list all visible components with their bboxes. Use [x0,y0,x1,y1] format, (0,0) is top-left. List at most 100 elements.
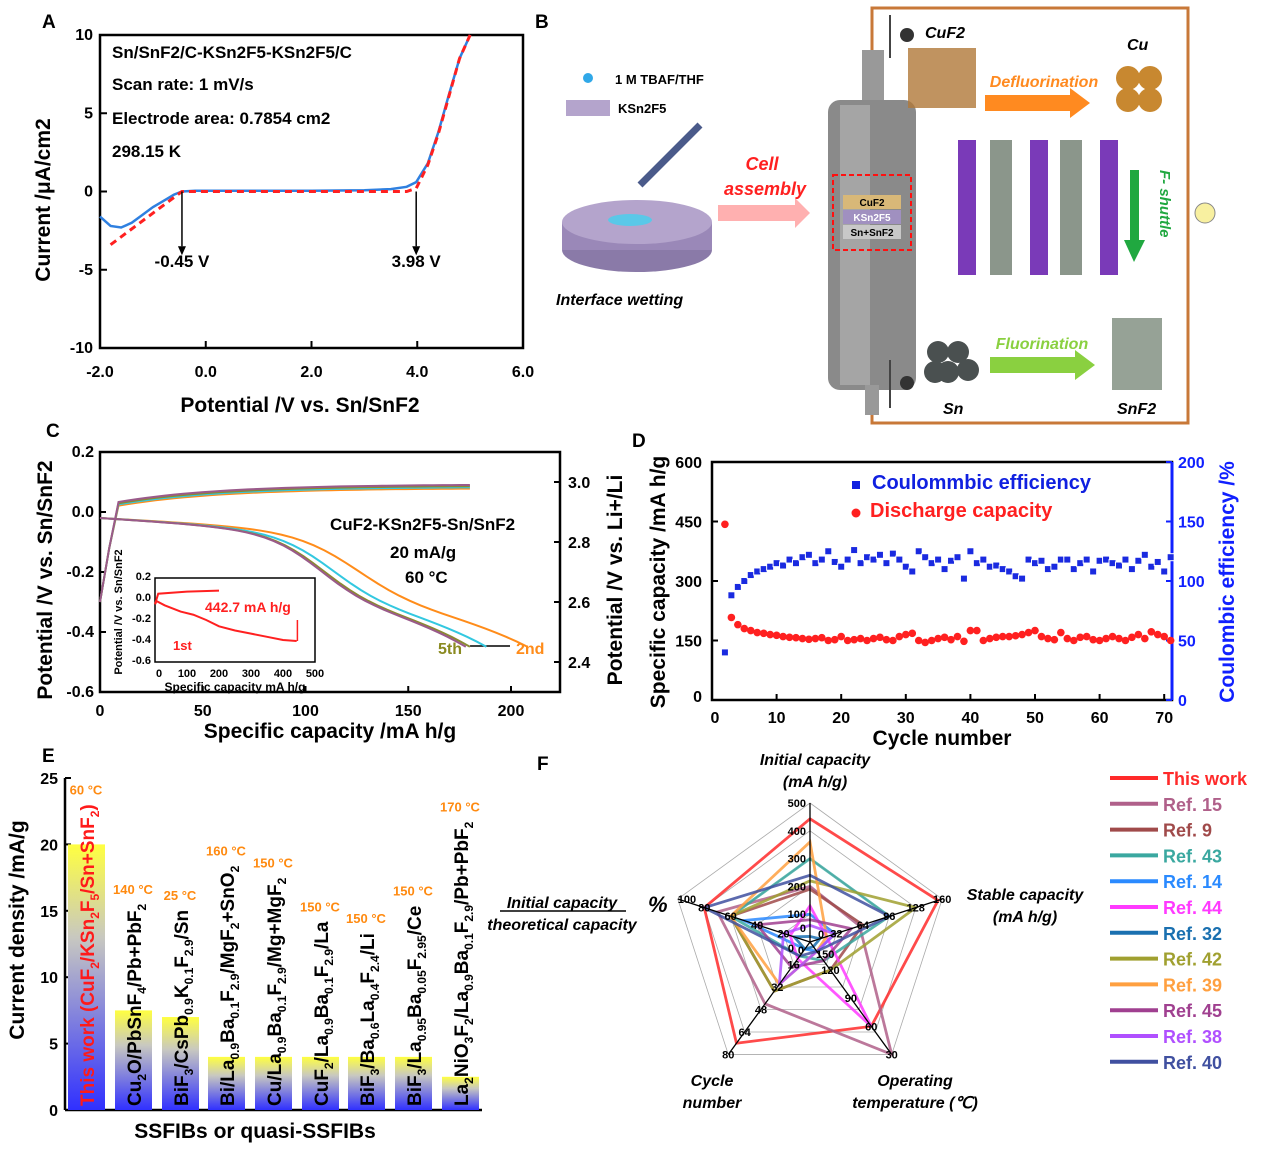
y-tick-label: 20 [40,837,58,854]
discharge-point [940,633,949,642]
discharge-point [753,628,762,637]
discharge-point [1160,632,1168,641]
panel-label-a: A [42,12,56,33]
radar-tick-label: 48 [755,1004,767,1016]
discharge-point [1050,635,1059,644]
radar-axis-label: number [683,1095,742,1112]
radar-axis-label: Initial capacity [760,752,871,769]
discharge-point [1115,634,1123,643]
temperature-label: 150 °C [393,884,434,899]
efficiency-point [791,559,800,568]
efficiency-point [733,582,742,591]
efficiency-point [804,550,813,559]
percent-sign: % [648,892,668,917]
radar-tick-label: 96 [883,911,895,923]
efficiency-point [720,648,729,657]
efficiency-point [914,547,923,556]
efficiency-point [1095,556,1104,565]
radar-tick-label: 20 [777,928,789,940]
y-right-tick-label: 200 [1178,455,1205,472]
efficiency-point [817,555,826,564]
snf2-label: SnF2 [1117,401,1156,418]
discharge-point [766,630,774,639]
bar-label: Cu/La0.9Ba0.1F2.9/Mg+MgF2 [265,877,289,1106]
inset-cycle-label: 1st [173,638,192,653]
y-tick-label: 0 [693,689,702,706]
discharge-point [1063,634,1072,643]
radar-axis-label: theoretical capacity [487,917,638,934]
radar-series-ref-42 [728,879,919,993]
lightbulb-icon [1194,202,1216,224]
radar-series-ref-45 [754,918,854,969]
radar-tick-label: 40 [751,920,763,932]
discharge-point [1121,636,1130,645]
grid-ring [677,802,943,1055]
sn-spheres-icon [924,341,979,383]
arrow-head [412,246,421,256]
pipette-icon [637,122,703,188]
discharge-point [1166,636,1175,645]
y-tick-label: 0.0 [72,504,94,521]
efficiency-point [1011,572,1020,581]
efficiency-point [998,565,1007,574]
x-tick-label: 0.0 [195,364,217,381]
x-tick-label: 4.0 [406,364,428,381]
layer-sn [843,225,901,239]
y-tick-label: 25 [40,771,58,788]
temperature-label: 160 °C [206,844,247,859]
inset-capacity-label: 442.7 mA h/g [205,599,291,615]
y-axis-label: Current density /mA/g [6,820,29,1039]
annotation: CuF2-KSn2F5-Sn/SnF2 [330,515,515,534]
shuttle-label: F- shuttle [1156,170,1173,238]
bar-label: BiF3/La0.95Ba0.05F2.95/Ce [405,906,429,1106]
panel-label-e: E [42,746,55,767]
bar-label: This work (CuF2/KSn2F5/Sn+SnF2) [78,804,102,1106]
radar-series-ref-15 [715,884,894,1057]
efficiency-point [850,546,859,555]
efficiency-point [1005,567,1014,576]
discharge-point [1069,636,1078,645]
efficiency-point [740,577,749,585]
discharge-point [953,632,962,641]
bar [302,1056,339,1110]
defluorination-label: Defluorination [990,74,1099,91]
efficiency-point [766,562,775,571]
efficiency-point [772,559,781,568]
efficiency-point [753,567,762,576]
x-axis-label: SSFIBs or quasi-SSFIBs [134,1120,376,1143]
radar-axis-label: (mA h/g) [993,909,1057,926]
efficiency-point [869,555,878,564]
efficiency-point [1069,565,1078,574]
panel-label-c: C [46,421,60,442]
discharge-point [1024,628,1033,637]
cycle-label-5th: 5th [438,641,462,658]
legend-label: Ref. 45 [1163,1001,1222,1021]
legend-label: Ref. 40 [1163,1053,1222,1073]
defluorination-arrow [985,88,1090,118]
efficiency-point [1166,553,1175,562]
panel-e-bar-chart: SSFIBs or quasi-SSFIBs Current density /… [6,771,482,1143]
charge-curve-3rd [99,486,470,603]
y-tick-label: 300 [675,574,702,591]
temperature-label: 150 °C [253,856,294,871]
efficiency-point [953,553,962,562]
efficiency-point [1134,556,1143,565]
discharge-point [1095,636,1104,645]
x-tick-label: 2.0 [300,364,322,381]
efficiency-point [1037,556,1046,565]
discharge-point [973,626,981,635]
inset-x-tick-label: 100 [178,668,196,680]
grid-ring [703,830,917,1033]
bar [442,1076,479,1110]
snf2-crystal-icon [1112,318,1162,390]
radar-tick-label: 150 [816,949,834,961]
x-tick-label: 50 [194,703,212,720]
discharge-point [1082,632,1091,641]
discharge-point [960,637,968,646]
cuf2-label: CuF2 [925,25,965,42]
bar-label: La2NiO3F2/La0.9Ba0.1F2.9/Pb+PbF2 [452,821,476,1106]
efficiency-point [1024,555,1033,564]
cu-label: Cu [1127,37,1149,54]
